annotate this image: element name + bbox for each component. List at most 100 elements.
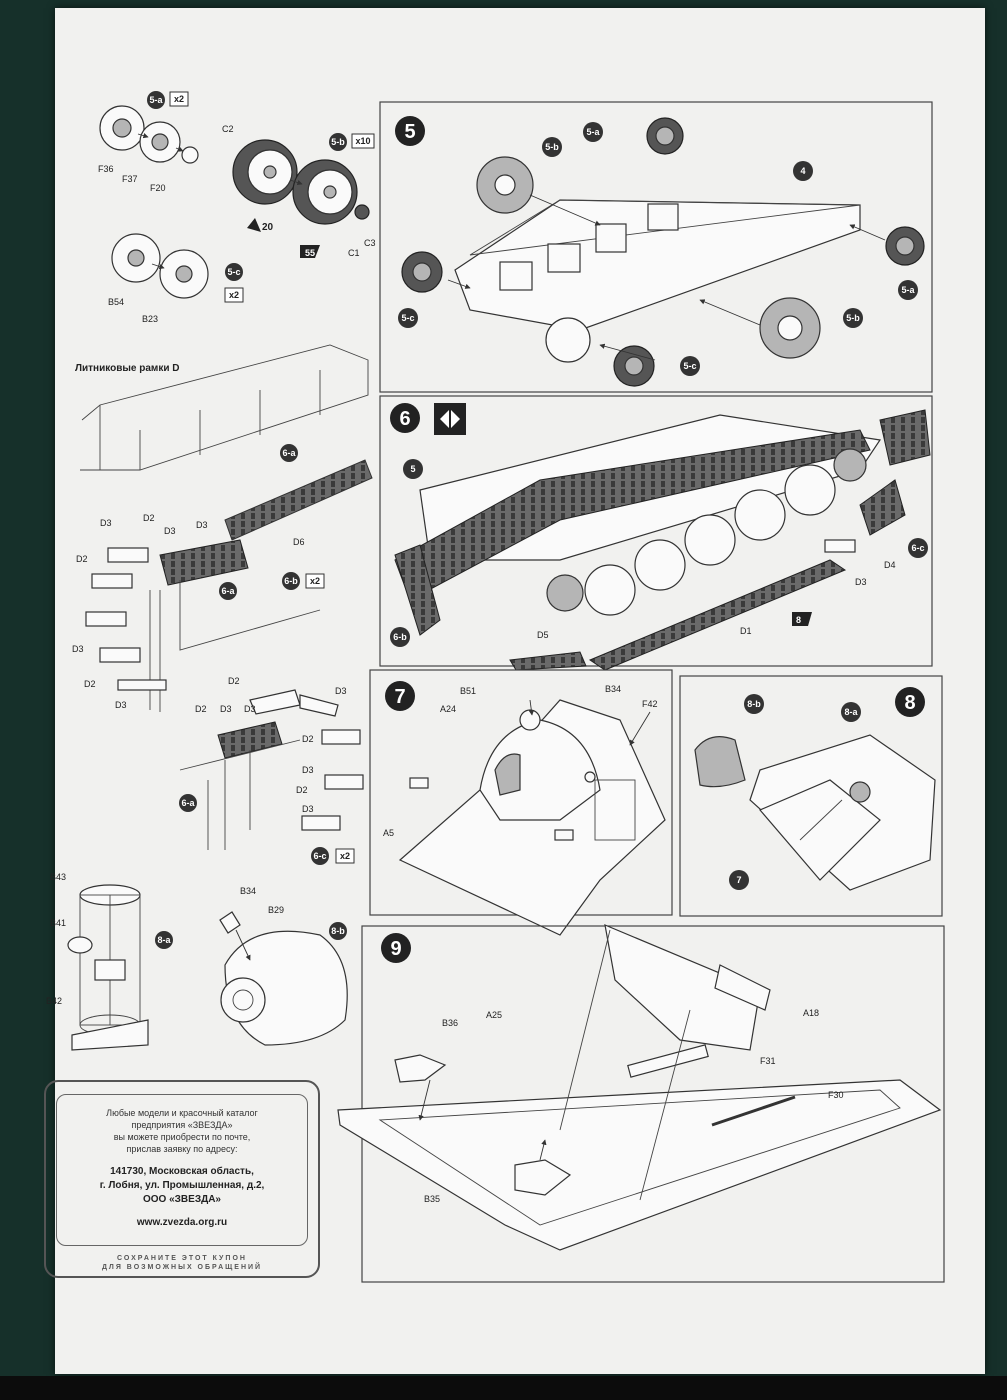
svg-text:D3: D3 <box>115 700 127 710</box>
svg-text:5-a: 5-a <box>149 95 163 105</box>
svg-text:F36: F36 <box>98 164 114 174</box>
svg-text:6-c: 6-c <box>911 543 924 553</box>
svg-text:8-a: 8-a <box>844 707 858 717</box>
subassembly-8b: 8-b B34 B29 <box>219 886 348 1046</box>
svg-text:5-b: 5-b <box>331 137 345 147</box>
order-coupon: Любые модели и красочный каталог предпри… <box>44 1080 320 1278</box>
svg-text:D3: D3 <box>335 686 347 696</box>
svg-text:D1: D1 <box>740 626 752 636</box>
svg-text:D3: D3 <box>244 704 256 714</box>
svg-text:D3: D3 <box>302 804 314 814</box>
svg-text:4: 4 <box>800 166 805 176</box>
svg-text:B51: B51 <box>460 686 476 696</box>
svg-text:D3: D3 <box>72 644 84 654</box>
coupon-line-3: вы можете приобрести по почте, <box>113 1132 251 1142</box>
svg-text:B23: B23 <box>142 314 158 324</box>
step-6-panel: 6 5 6-b 6-c 8 D1 D3 D4 D5 <box>379 395 933 671</box>
step-8-badge <box>895 687 925 717</box>
coupon-line-1: Любые модели и красочный каталог <box>106 1108 258 1118</box>
svg-text:D3: D3 <box>220 704 232 714</box>
svg-text:5: 5 <box>404 121 415 143</box>
step-8-panel: 8 8-b 8-a 7 <box>679 675 943 917</box>
coupon-website: www.zvezda.org.ru <box>136 1217 228 1228</box>
coupon-line-4: прислав заявку по адресу: <box>126 1144 238 1154</box>
svg-text:D4: D4 <box>884 560 896 570</box>
coupon-footer: СОХРАНИТЕ ЭТОТ КУПОН ДЛЯ ВОЗМОЖНЫХ ОБРАЩ… <box>46 1254 318 1272</box>
svg-text:6-a: 6-a <box>221 586 235 596</box>
svg-text:6-c: 6-c <box>313 851 326 861</box>
svg-text:5-b: 5-b <box>545 142 559 152</box>
step-6-badge <box>390 403 420 433</box>
svg-text:8-b: 8-b <box>747 699 761 709</box>
svg-text:C1: C1 <box>348 248 360 258</box>
svg-text:8: 8 <box>904 692 915 714</box>
coupon-footer-line-1: СОХРАНИТЕ ЭТОТ КУПОН <box>117 1255 247 1262</box>
subassembly-8a: 8-a B43 B41 B42 <box>46 872 173 1051</box>
svg-text:x2: x2 <box>229 290 239 300</box>
svg-text:D3: D3 <box>164 526 176 536</box>
svg-text:55: 55 <box>305 248 315 258</box>
subassembly-6c: 6-a 6-c x2 D2 D3 D2 D3 D3 D2 D3 D2 D3 <box>179 676 364 865</box>
subassembly-5b: 5-b x10 C2 C1 C3 20 55 <box>222 124 376 258</box>
svg-text:6-b: 6-b <box>393 632 407 642</box>
svg-text:x2: x2 <box>340 851 350 861</box>
svg-text:D2: D2 <box>302 734 314 744</box>
svg-text:D2: D2 <box>84 679 96 689</box>
svg-text:8-a: 8-a <box>157 935 171 945</box>
callout-5b <box>329 133 347 151</box>
svg-text:5-c: 5-c <box>227 267 240 277</box>
svg-text:F37: F37 <box>122 174 138 184</box>
step-9-badge <box>381 933 411 963</box>
svg-text:A18: A18 <box>803 1008 819 1018</box>
svg-text:20: 20 <box>262 222 274 233</box>
svg-text:5: 5 <box>410 464 415 474</box>
svg-text:A24: A24 <box>440 704 456 714</box>
callout-5a <box>147 91 165 109</box>
svg-text:5-a: 5-a <box>586 127 600 137</box>
svg-text:x10: x10 <box>355 136 370 146</box>
svg-text:B29: B29 <box>268 905 284 915</box>
svg-text:6: 6 <box>399 408 410 430</box>
step-5-panel: 5 5-a 5-b 4 5-a 5-c 5-b <box>379 101 933 393</box>
svg-text:9: 9 <box>390 938 401 960</box>
svg-text:6-a: 6-a <box>282 448 296 458</box>
svg-text:F30: F30 <box>828 1090 844 1100</box>
svg-text:D2: D2 <box>76 554 88 564</box>
svg-text:5-c: 5-c <box>401 313 414 323</box>
coupon-footer-line-2: ДЛЯ ВОЗМОЖНЫХ ОБРАЩЕНИЙ <box>101 1264 263 1271</box>
svg-text:Литниковые рамки D: Литниковые рамки D <box>75 363 179 374</box>
svg-text:F42: F42 <box>642 699 658 709</box>
svg-text:8: 8 <box>796 615 801 625</box>
subassembly-5a: 5-a x2 F36 F37 F20 <box>98 91 199 193</box>
svg-text:7: 7 <box>394 686 405 708</box>
svg-text:D2: D2 <box>143 513 155 523</box>
svg-text:B34: B34 <box>605 684 621 694</box>
sprue-d: Литниковые рамки D 6-a <box>75 344 369 471</box>
coupon-address-line-3: ООО «ЗВЕЗДА» <box>142 1194 221 1205</box>
step-5-badge <box>395 116 425 146</box>
step-7-panel: 7 B51 B34 A24 F42 A5 <box>369 669 673 936</box>
subassembly-5c: 5-c x2 B54 B23 <box>108 233 244 324</box>
svg-text:B36: B36 <box>442 1018 458 1028</box>
svg-text:D3: D3 <box>196 520 208 530</box>
coupon-line-2: предприятия «ЗВЕЗДА» <box>131 1120 233 1130</box>
svg-text:A25: A25 <box>486 1010 502 1020</box>
step-9-panel: 9 B36 A25 A18 F31 F30 B35 <box>337 924 945 1283</box>
svg-text:6-a: 6-a <box>181 798 195 808</box>
svg-text:B54: B54 <box>108 297 124 307</box>
svg-text:B41: B41 <box>50 918 66 928</box>
svg-text:B35: B35 <box>424 1194 440 1204</box>
svg-text:x2: x2 <box>310 576 320 586</box>
svg-text:F20: F20 <box>150 183 166 193</box>
svg-text:A5: A5 <box>383 828 394 838</box>
svg-text:C2: C2 <box>222 124 234 134</box>
svg-text:6-b: 6-b <box>284 576 298 586</box>
svg-text:D2: D2 <box>195 704 207 714</box>
callout-5c <box>225 263 243 281</box>
svg-text:D3: D3 <box>855 577 867 587</box>
svg-text:F31: F31 <box>760 1056 776 1066</box>
svg-text:5-a: 5-a <box>901 285 915 295</box>
step-7-badge <box>385 681 415 711</box>
svg-text:8-b: 8-b <box>331 926 345 936</box>
